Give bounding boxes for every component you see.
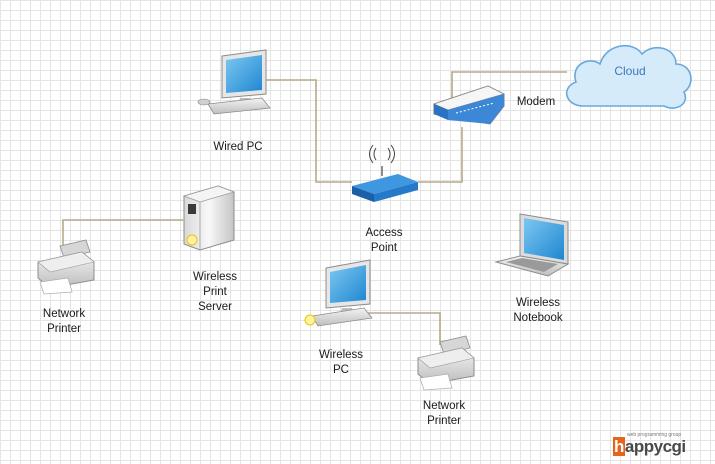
cable-wired-pc-access-point bbox=[264, 79, 352, 183]
cloud-label: Cloud bbox=[614, 64, 646, 78]
logo-wordmark: happycgi bbox=[613, 437, 686, 456]
modem-label: Modem bbox=[516, 96, 556, 108]
wireless-notebook-label: Wireless Notebook bbox=[513, 297, 563, 324]
wireless-pc-icon bbox=[304, 259, 373, 327]
modem-icon bbox=[432, 85, 506, 125]
cable-access-point-modem bbox=[418, 127, 463, 183]
print-server-label: Wireless Print Server bbox=[192, 271, 238, 313]
cable-wireless-pc-printer bbox=[366, 312, 441, 345]
connections bbox=[62, 71, 567, 345]
wired-pc-label: Wired PC bbox=[213, 141, 263, 153]
access-point-icon bbox=[352, 144, 418, 202]
network-printer-right-icon bbox=[417, 335, 475, 391]
wireless-notebook-icon bbox=[494, 213, 570, 277]
logo-tagline: web programming group bbox=[627, 432, 682, 438]
cloud-icon bbox=[565, 45, 692, 109]
network-printer-right-label: Network Printer bbox=[422, 400, 466, 427]
network-printer-left-icon bbox=[37, 239, 95, 295]
access-point-label: Access Point bbox=[365, 227, 403, 254]
cable-modem-cloud bbox=[451, 71, 567, 98]
print-server-icon bbox=[182, 185, 236, 251]
wireless-pc-label: Wireless PC bbox=[318, 349, 364, 376]
cable-printer-print-server bbox=[62, 219, 183, 248]
network-printer-left-label: Network Printer bbox=[42, 308, 86, 335]
wired-pc-icon bbox=[197, 49, 271, 115]
happycgi-logo: web programming group happycgi bbox=[613, 432, 709, 458]
